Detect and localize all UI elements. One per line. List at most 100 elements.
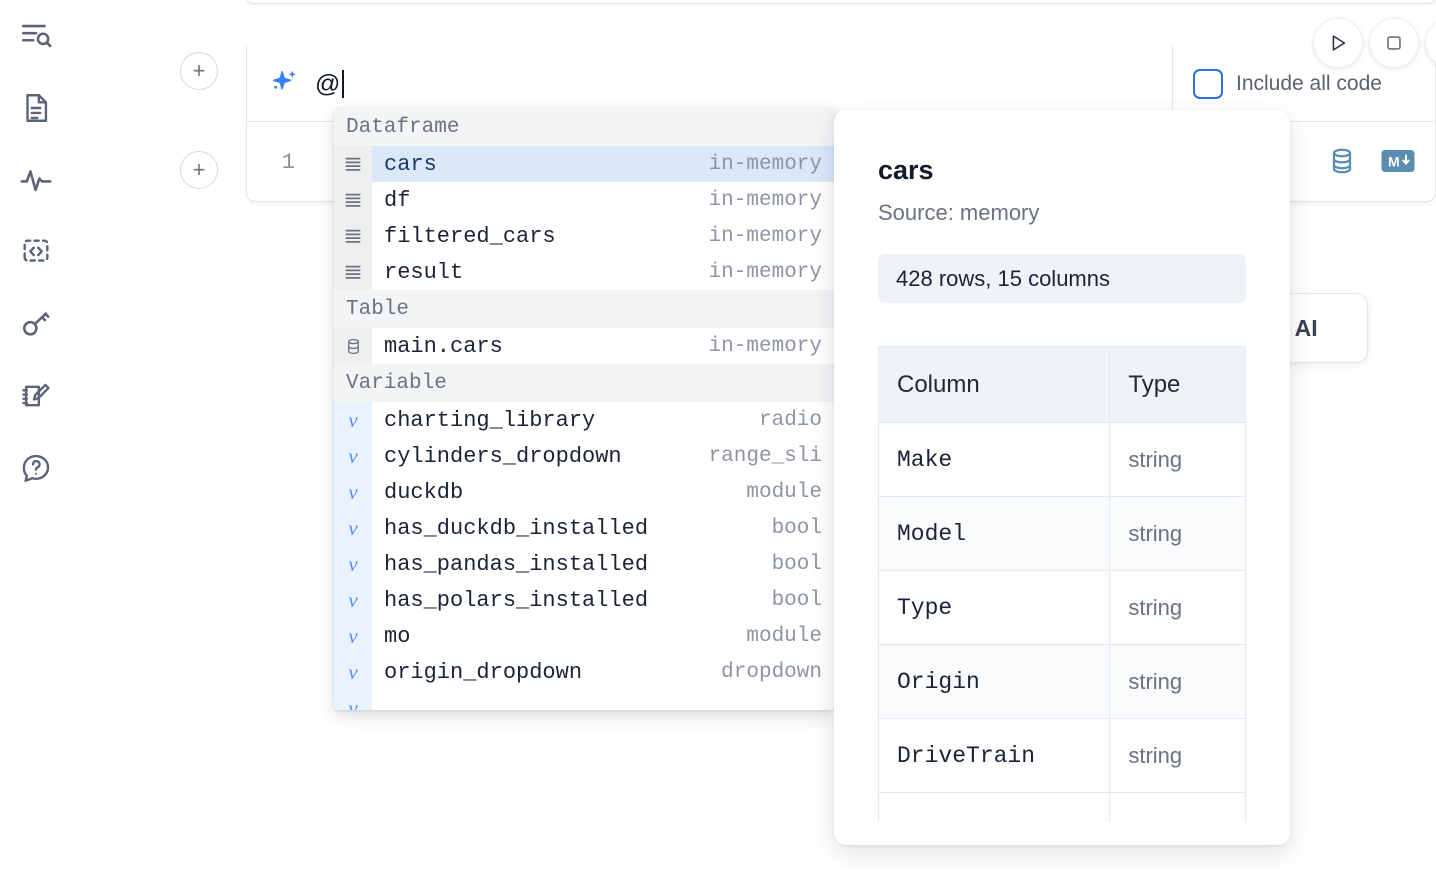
autocomplete-item-label: result <box>384 259 464 285</box>
plus-icon: + <box>192 58 206 83</box>
autocomplete-item-label: filtered_cars <box>384 223 556 249</box>
variable-icon: v <box>334 690 372 710</box>
dataframe-icon <box>334 218 372 254</box>
autocomplete-item-label: cars <box>384 151 437 177</box>
autocomplete-item-meta: module <box>746 624 822 648</box>
autocomplete-item-meta: range_sli <box>708 444 822 468</box>
detail-shape-badge: 428 rows, 15 columns <box>878 254 1246 303</box>
autocomplete-item-label: origin_dropdown <box>384 659 583 685</box>
sparkle-icon <box>267 67 301 101</box>
autocomplete-item-meta: in-memory <box>708 188 822 212</box>
schema-column-type: string <box>1128 594 1183 620</box>
markdown-icon[interactable]: M <box>1381 148 1415 179</box>
ai-prompt-input[interactable]: @ <box>315 70 344 99</box>
autocomplete-item[interactable]: cars in-memory <box>334 146 834 182</box>
dataframe-icon <box>334 254 372 290</box>
detail-title: cars <box>878 155 934 185</box>
outline-search-icon[interactable] <box>14 14 58 58</box>
column-header-type: Type <box>1128 370 1181 398</box>
key-icon[interactable] <box>14 302 58 346</box>
add-cell-button-bottom[interactable]: + <box>180 151 218 189</box>
autocomplete-item-meta: bool <box>771 552 822 576</box>
include-all-code-control[interactable]: Include all code <box>1193 46 1382 122</box>
variable-icon: v <box>334 654 372 690</box>
autocomplete-item[interactable]: v origin_dropdown dropdown <box>334 654 834 690</box>
line-number: 1 <box>281 150 295 175</box>
variable-icon: v <box>334 582 372 618</box>
notepad-edit-icon[interactable] <box>14 374 58 418</box>
dataframe-detail-panel: cars Source: memory 428 rows, 15 columns… <box>834 110 1290 845</box>
document-icon[interactable] <box>14 86 58 130</box>
table-row: DriveTrain string <box>879 718 1245 792</box>
table-row-partial <box>879 792 1245 822</box>
variable-icon: v <box>334 402 372 438</box>
detail-source: Source: memory <box>878 200 1040 225</box>
autocomplete-item-meta: in-memory <box>708 334 822 358</box>
schema-column-name: Model <box>879 497 1111 570</box>
schema-table-header: Column Type <box>879 347 1245 422</box>
table-row: Type string <box>879 570 1245 644</box>
text-caret <box>341 70 344 98</box>
run-button[interactable] <box>1313 18 1363 68</box>
autocomplete-item-label: df <box>384 187 411 213</box>
schema-column-name: Make <box>879 423 1111 496</box>
cell-action-icons: M <box>1327 146 1415 181</box>
schema-column-type: string <box>1128 668 1183 694</box>
autocomplete-section-header: Dataframe <box>334 108 834 146</box>
variable-icon: v <box>334 510 372 546</box>
schema-column-name: Origin <box>879 645 1111 718</box>
column-header-column: Column <box>879 347 1111 422</box>
autocomplete-item[interactable]: result in-memory <box>334 254 834 290</box>
help-chat-icon[interactable] <box>14 446 58 490</box>
ai-prompt-input-region[interactable]: @ <box>247 46 1173 122</box>
autocomplete-item-meta: bool <box>771 516 822 540</box>
previous-cell-edge <box>246 0 1436 4</box>
autocomplete-item-label: main.cars <box>384 333 503 359</box>
variable-icon: v <box>334 546 372 582</box>
table-database-icon <box>334 328 372 364</box>
schema-column-name: DriveTrain <box>879 719 1111 792</box>
autocomplete-section-header: Table <box>334 290 834 328</box>
autocomplete-item-meta: module <box>746 480 822 504</box>
include-all-code-label: Include all code <box>1236 72 1382 95</box>
include-all-code-checkbox[interactable] <box>1193 69 1223 99</box>
icon-rail <box>0 0 72 874</box>
dataframe-icon <box>334 146 372 182</box>
schema-column-type: string <box>1128 742 1183 768</box>
autocomplete-item[interactable]: filtered_cars in-memory <box>334 218 834 254</box>
autocomplete-item-label: has_pandas_installed <box>384 551 649 577</box>
autocomplete-item-meta: in-memory <box>708 224 822 248</box>
autocomplete-item-meta: radio <box>758 408 822 432</box>
table-row: Origin string <box>879 644 1245 718</box>
autocomplete-item-partial[interactable]: v <box>334 690 834 710</box>
autocomplete-item-meta: in-memory <box>708 260 822 284</box>
autocomplete-item[interactable]: df in-memory <box>334 182 834 218</box>
autocomplete-item[interactable]: main.cars in-memory <box>334 328 834 364</box>
autocomplete-item-meta: in-memory <box>708 152 822 176</box>
stop-button[interactable] <box>1369 18 1419 68</box>
autocomplete-section-header: Variable <box>334 364 834 402</box>
activity-icon[interactable] <box>14 158 58 202</box>
autocomplete-item-label: has_polars_installed <box>384 587 649 613</box>
autocomplete-item[interactable]: v has_pandas_installed bool <box>334 546 834 582</box>
code-snippet-icon[interactable] <box>14 230 58 274</box>
autocomplete-item-meta: dropdown <box>721 660 822 684</box>
variable-icon: v <box>334 438 372 474</box>
variable-icon: v <box>334 474 372 510</box>
plus-icon: + <box>192 157 206 182</box>
autocomplete-item-label: mo <box>384 623 411 649</box>
database-icon[interactable] <box>1327 146 1357 181</box>
add-cell-button-top[interactable]: + <box>180 52 218 90</box>
ai-prompt-value: @ <box>315 69 341 98</box>
schema-column-name: Type <box>879 571 1111 644</box>
svg-text:M: M <box>1388 154 1400 170</box>
